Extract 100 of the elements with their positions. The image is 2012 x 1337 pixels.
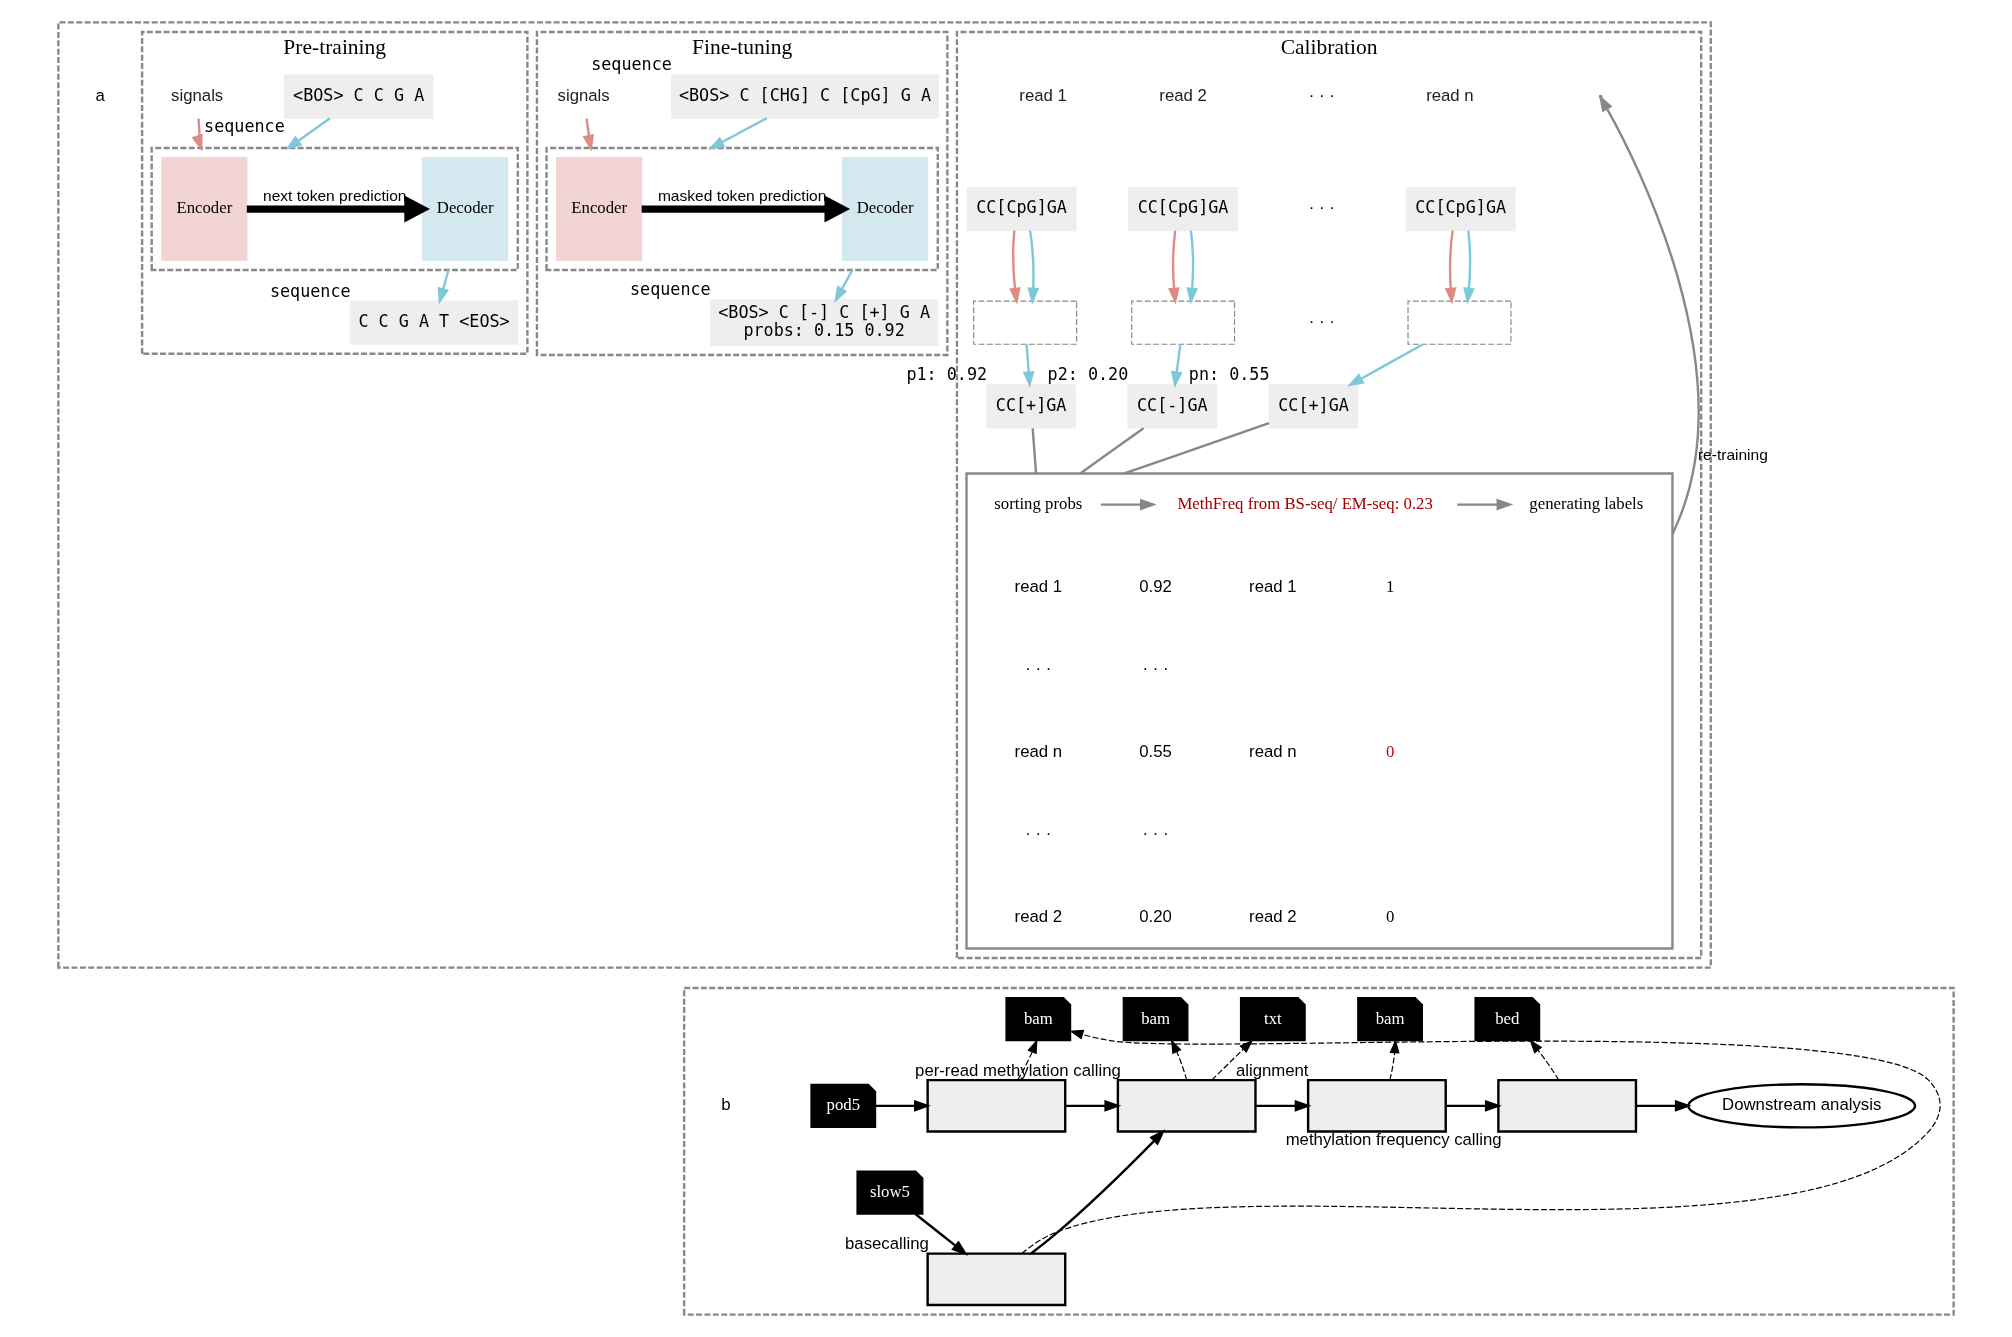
- node-label: basecalling: [845, 1234, 929, 1254]
- arrow: [914, 1213, 969, 1256]
- node-box: CC[CpG]GA: [1128, 186, 1239, 232]
- arrow: [1636, 1099, 1692, 1112]
- arrow: [1022, 344, 1035, 389]
- node-text: generating labels: [1529, 494, 1644, 513]
- node-box: CC[-]GA: [1127, 384, 1218, 429]
- arrow: [1030, 1129, 1166, 1255]
- node-label: sequence: [204, 115, 285, 136]
- label: 0.20: [1139, 906, 1172, 926]
- node-box: CC[CpG]GA: [1405, 186, 1516, 232]
- node-text: MethFreq from BS-seq/ EM-seq: 0.23: [1177, 494, 1433, 513]
- label: b: [721, 1095, 731, 1115]
- node-box: Decoder: [842, 157, 929, 262]
- label: a: [95, 85, 105, 105]
- label: read 1: [1014, 576, 1063, 596]
- node-box: [1116, 1078, 1257, 1133]
- node-box: CC[+]GA: [986, 384, 1076, 429]
- edge-label: re-training: [1697, 445, 1768, 463]
- arrow: [437, 269, 450, 305]
- arrow: [1170, 1039, 1188, 1081]
- arrow: [246, 195, 430, 223]
- node-text: signals: [557, 85, 610, 105]
- label: · · ·: [1025, 824, 1052, 844]
- arrow: [1021, 1029, 1941, 1254]
- label: · · ·: [1142, 824, 1169, 844]
- arrow: [1100, 498, 1157, 511]
- label: · · ·: [1308, 312, 1335, 332]
- node-label: sequence: [591, 54, 672, 75]
- arrow: [1463, 230, 1475, 305]
- arrow: [582, 118, 595, 152]
- node-box: [1407, 300, 1512, 345]
- node-box: Encoder: [161, 157, 248, 262]
- node-text: read 2: [1159, 85, 1207, 105]
- cluster: [545, 146, 939, 272]
- label: read 1: [1249, 576, 1297, 596]
- label: read n: [1014, 741, 1063, 761]
- connector: [1079, 427, 1145, 475]
- arrow: [641, 195, 851, 223]
- node-label: p2: 0.20: [1047, 364, 1129, 385]
- connector: [1031, 428, 1038, 474]
- node-box: CC[+]GA: [1268, 384, 1359, 429]
- connector: [1123, 422, 1270, 475]
- label: read n: [1249, 741, 1297, 761]
- arrow: [1168, 230, 1180, 305]
- arrow: [834, 269, 854, 304]
- label: read 2: [1249, 906, 1297, 926]
- node-label: p1: 0.92: [906, 364, 988, 385]
- arrow: [1009, 230, 1021, 305]
- node-box: C C G A T <EOS>: [349, 300, 519, 345]
- label: 1: [1385, 576, 1395, 596]
- node-box: <BOS> C C G A: [283, 74, 434, 119]
- arrow: [1347, 343, 1424, 387]
- arrow: [875, 1099, 931, 1112]
- node-text: signals: [171, 85, 224, 105]
- label: · · ·: [1142, 659, 1169, 679]
- node-label: alignment: [1235, 1060, 1309, 1080]
- node-text: sorting probs: [994, 494, 1083, 513]
- node-box: [926, 1252, 1067, 1307]
- node-label: pn: 0.55: [1188, 364, 1270, 385]
- arrow: [1170, 344, 1183, 389]
- node-text: read n: [1426, 85, 1474, 105]
- label: 0.92: [1139, 576, 1172, 596]
- arrow: [1444, 230, 1457, 305]
- arrow: [1529, 1039, 1560, 1081]
- label: · · ·: [1308, 85, 1335, 105]
- node-box: Decoder: [422, 157, 509, 262]
- arrow: [1457, 498, 1514, 511]
- node-label: sequence: [269, 280, 351, 301]
- label: 0: [1385, 741, 1395, 761]
- label: · · ·: [1308, 198, 1335, 218]
- label: 0.55: [1139, 741, 1172, 761]
- node-box: [1131, 300, 1236, 345]
- arrow: [1389, 1038, 1400, 1081]
- arrow: [1065, 1099, 1122, 1112]
- arrow: [707, 117, 768, 150]
- node-box: Encoder: [556, 157, 643, 262]
- arrow: [1017, 1039, 1038, 1081]
- arrow: [1186, 230, 1199, 305]
- arrow: [1446, 1099, 1502, 1112]
- node-box: <BOS> C [CHG] C [CpG] G A: [670, 74, 939, 119]
- node-box: [1306, 1078, 1447, 1133]
- arrow: [1211, 1039, 1254, 1081]
- edge-label: next token prediction: [263, 187, 407, 205]
- label: read 2: [1014, 906, 1063, 926]
- node-ellipse: Downstream analysis: [1687, 1083, 1917, 1129]
- node-box: [926, 1078, 1067, 1133]
- cluster: [682, 986, 1955, 1316]
- cluster: [965, 472, 1674, 950]
- arrow: [191, 118, 203, 152]
- arrow: [285, 117, 331, 151]
- node-label: sequence: [630, 279, 711, 300]
- label: 0: [1385, 906, 1395, 926]
- node-label: methylation frequency calling: [1285, 1129, 1502, 1149]
- label: · · ·: [1025, 659, 1052, 679]
- arrow: [1255, 1099, 1312, 1112]
- node-box: <BOS> C [-] C [+] G A probs: 0.15 0.92: [709, 299, 939, 347]
- node-label: per-read methylation calling: [915, 1060, 1121, 1080]
- edge-label: masked token prediction: [657, 187, 827, 205]
- cluster: [150, 146, 519, 272]
